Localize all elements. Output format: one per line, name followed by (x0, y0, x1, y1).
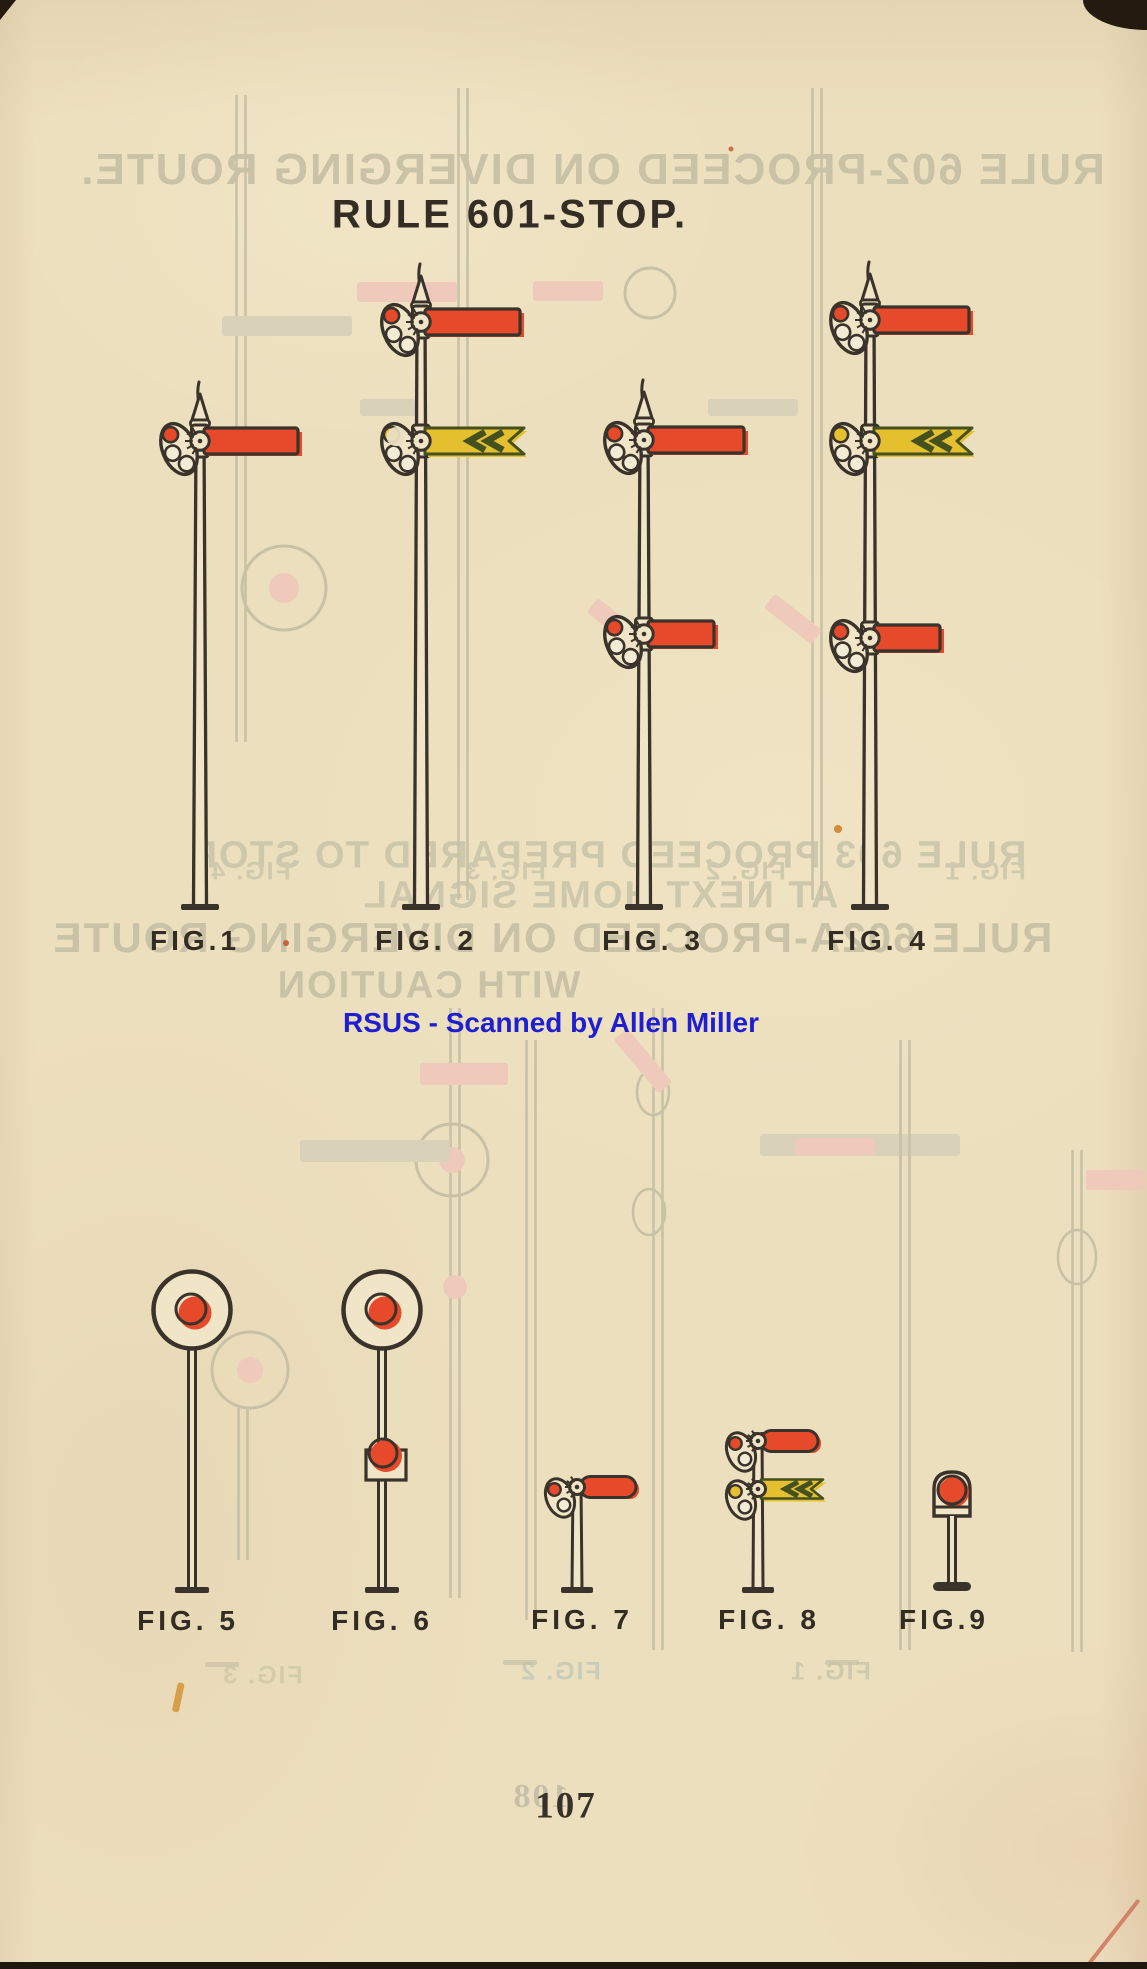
scanner-credit: RSUS - Scanned by Allen Miller (343, 1007, 759, 1038)
page-title: RULE 601-STOP. (331, 192, 689, 237)
figure-label: FIG. 3 (602, 925, 704, 956)
page-number: 107 (535, 1785, 597, 1827)
figure-label: FIG.1 (149, 925, 241, 956)
figure-label: FIG. 8 (718, 1604, 820, 1635)
scan-edge-bottom (0, 1962, 1147, 1969)
figure-label: FIG. 6 (331, 1605, 433, 1636)
figure-label: FIG. 4 (827, 925, 929, 956)
figure-label: FIG.9 (898, 1604, 990, 1635)
figure-label: FIG. 2 (375, 925, 477, 956)
figure-label: FIG. 5 (137, 1605, 239, 1636)
scan-corner-top-left (0, 0, 16, 20)
figure-label: FIG. 7 (531, 1604, 633, 1635)
